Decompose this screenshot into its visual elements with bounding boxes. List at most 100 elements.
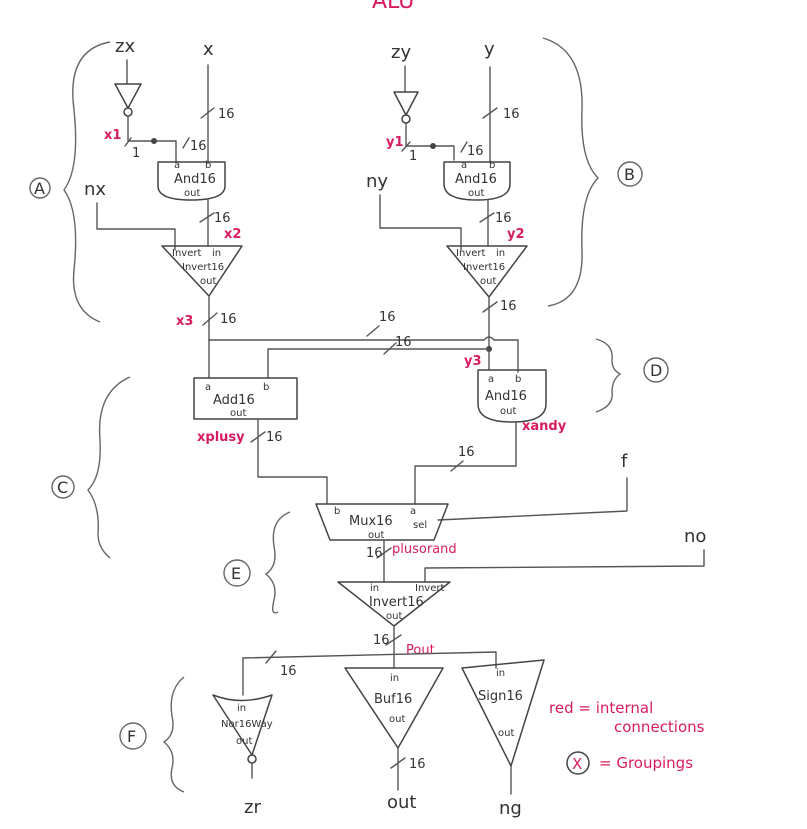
group-d-brace xyxy=(595,338,622,413)
nor16way-bubble xyxy=(247,754,257,764)
and16-x-gate xyxy=(157,161,226,201)
and16-y-pin-out: out xyxy=(468,188,484,199)
xplusy-wire xyxy=(257,418,328,505)
and16-x-pin-b: b xyxy=(205,160,211,171)
f-wire xyxy=(437,477,628,521)
plusorand-label: plusorand xyxy=(392,542,457,557)
sign16-pin-out: out xyxy=(498,728,514,739)
output-zr-label: zr xyxy=(244,797,261,818)
legend-red-note-line2: connections xyxy=(614,718,705,736)
nor16way-gate xyxy=(212,694,273,756)
group-d-circle xyxy=(643,357,669,383)
and16-y-gate xyxy=(443,161,511,201)
y3-bus-slash xyxy=(383,342,397,355)
invert16-x-name: Invert16 xyxy=(182,262,224,273)
bus-crossover-hop xyxy=(483,336,495,341)
sign16-pin-in: in xyxy=(496,668,505,679)
plusorand-bus-width: 16 xyxy=(366,546,383,561)
nx-wire xyxy=(96,202,176,251)
x3-bus-slash xyxy=(366,325,380,337)
legend-group-symbol-circle xyxy=(566,751,590,775)
input-nx-label: nx xyxy=(84,179,106,200)
group-f-letter: F xyxy=(127,727,136,746)
xandy-bus-slash xyxy=(450,460,464,472)
out-bus-width: 16 xyxy=(409,757,426,772)
x2-bus-width: 16 xyxy=(214,211,231,226)
x3-label: x3 xyxy=(176,314,193,329)
xandy-wire xyxy=(414,421,517,505)
xplusy-bus-slash xyxy=(250,431,266,443)
group-c-letter: C xyxy=(57,478,68,497)
sign16-name: Sign16 xyxy=(478,689,523,704)
and16-xy-pin-b: b xyxy=(515,374,521,385)
xandy-bus-width: 16 xyxy=(458,445,475,460)
x1-width-label: 1 xyxy=(132,146,140,161)
legend-red-note-line1: red = internal xyxy=(549,699,653,717)
invert16-y-gate xyxy=(446,245,528,298)
mux16-pin-a: a xyxy=(410,506,416,517)
group-b-circle xyxy=(617,161,643,187)
group-b-letter: B xyxy=(624,165,635,184)
output-out-label: out xyxy=(387,792,416,813)
pout-label: Pout xyxy=(406,643,435,658)
invert16-x-pin-out: out xyxy=(200,276,216,287)
group-f-circle xyxy=(119,722,147,750)
input-y-label: y xyxy=(484,39,495,60)
zx-not-bubble xyxy=(123,107,133,117)
invert16-out-pin-out: out xyxy=(386,611,402,622)
group-e-circle xyxy=(223,559,251,587)
group-f-brace xyxy=(162,676,185,793)
y1-width-label: 1 xyxy=(409,149,417,164)
x3-bus-width: 16 xyxy=(220,312,237,327)
invert16-out-name: Invert16 xyxy=(369,595,424,610)
input-ny-label: ny xyxy=(366,171,388,192)
invert16-out-gate xyxy=(337,581,451,627)
out-bus-slash xyxy=(390,757,406,769)
y3-bus-cross-width: 16 xyxy=(395,335,412,350)
add16-name: Add16 xyxy=(213,393,255,408)
group-e-brace xyxy=(264,511,291,614)
nor16way-name: Nor16Way xyxy=(221,719,273,730)
group-c-brace xyxy=(87,376,131,559)
y1-label: y1 xyxy=(386,135,404,150)
pout-nor-bus-slash xyxy=(265,650,277,664)
xplusy-label: xplusy xyxy=(197,430,245,445)
add16-pin-out: out xyxy=(230,408,246,419)
no-wire xyxy=(424,549,705,583)
invert16-x-pin-in: in xyxy=(212,248,221,259)
and16-x-pin-a: a xyxy=(174,160,180,171)
diagram-title: ALU xyxy=(372,0,414,14)
group-c-circle xyxy=(51,475,75,499)
group-d-letter: D xyxy=(650,361,662,380)
x1-junction xyxy=(151,138,157,144)
add16-pin-a: a xyxy=(205,382,211,393)
legend-group-note: = Groupings xyxy=(599,754,693,772)
input-f-label: f xyxy=(621,451,628,472)
plusorand-bus-slash xyxy=(376,547,392,559)
y1-junction xyxy=(430,143,436,149)
pout-bus-slash xyxy=(385,634,402,646)
y3-label: y3 xyxy=(464,354,482,369)
x1-bus-width: 16 xyxy=(190,139,207,154)
and16-xy-name: And16 xyxy=(485,389,527,404)
x3-bus-right xyxy=(493,339,519,373)
zy-not-gate xyxy=(393,91,419,116)
and16-y-name: And16 xyxy=(455,172,497,187)
sign16-gate xyxy=(461,659,545,767)
and16-y-pin-b: b xyxy=(489,160,495,171)
input-zx-label: zx xyxy=(115,36,135,57)
y1-width-slash xyxy=(401,141,411,152)
mux16-pin-sel: sel xyxy=(413,520,427,531)
y3-bus-to-add xyxy=(267,348,490,379)
add16-pin-b: b xyxy=(263,382,269,393)
input-no-label: no xyxy=(684,526,706,547)
mux16-pin-out: out xyxy=(368,530,384,541)
group-a-letter: A xyxy=(34,179,45,198)
x2-bus-slash xyxy=(199,212,215,223)
input-zy-label: zy xyxy=(391,42,411,63)
pout-distribution-bus xyxy=(242,651,497,669)
add16-gate xyxy=(193,377,298,420)
invert16-y-name: Invert16 xyxy=(463,262,505,273)
y2-label: y2 xyxy=(507,227,525,242)
